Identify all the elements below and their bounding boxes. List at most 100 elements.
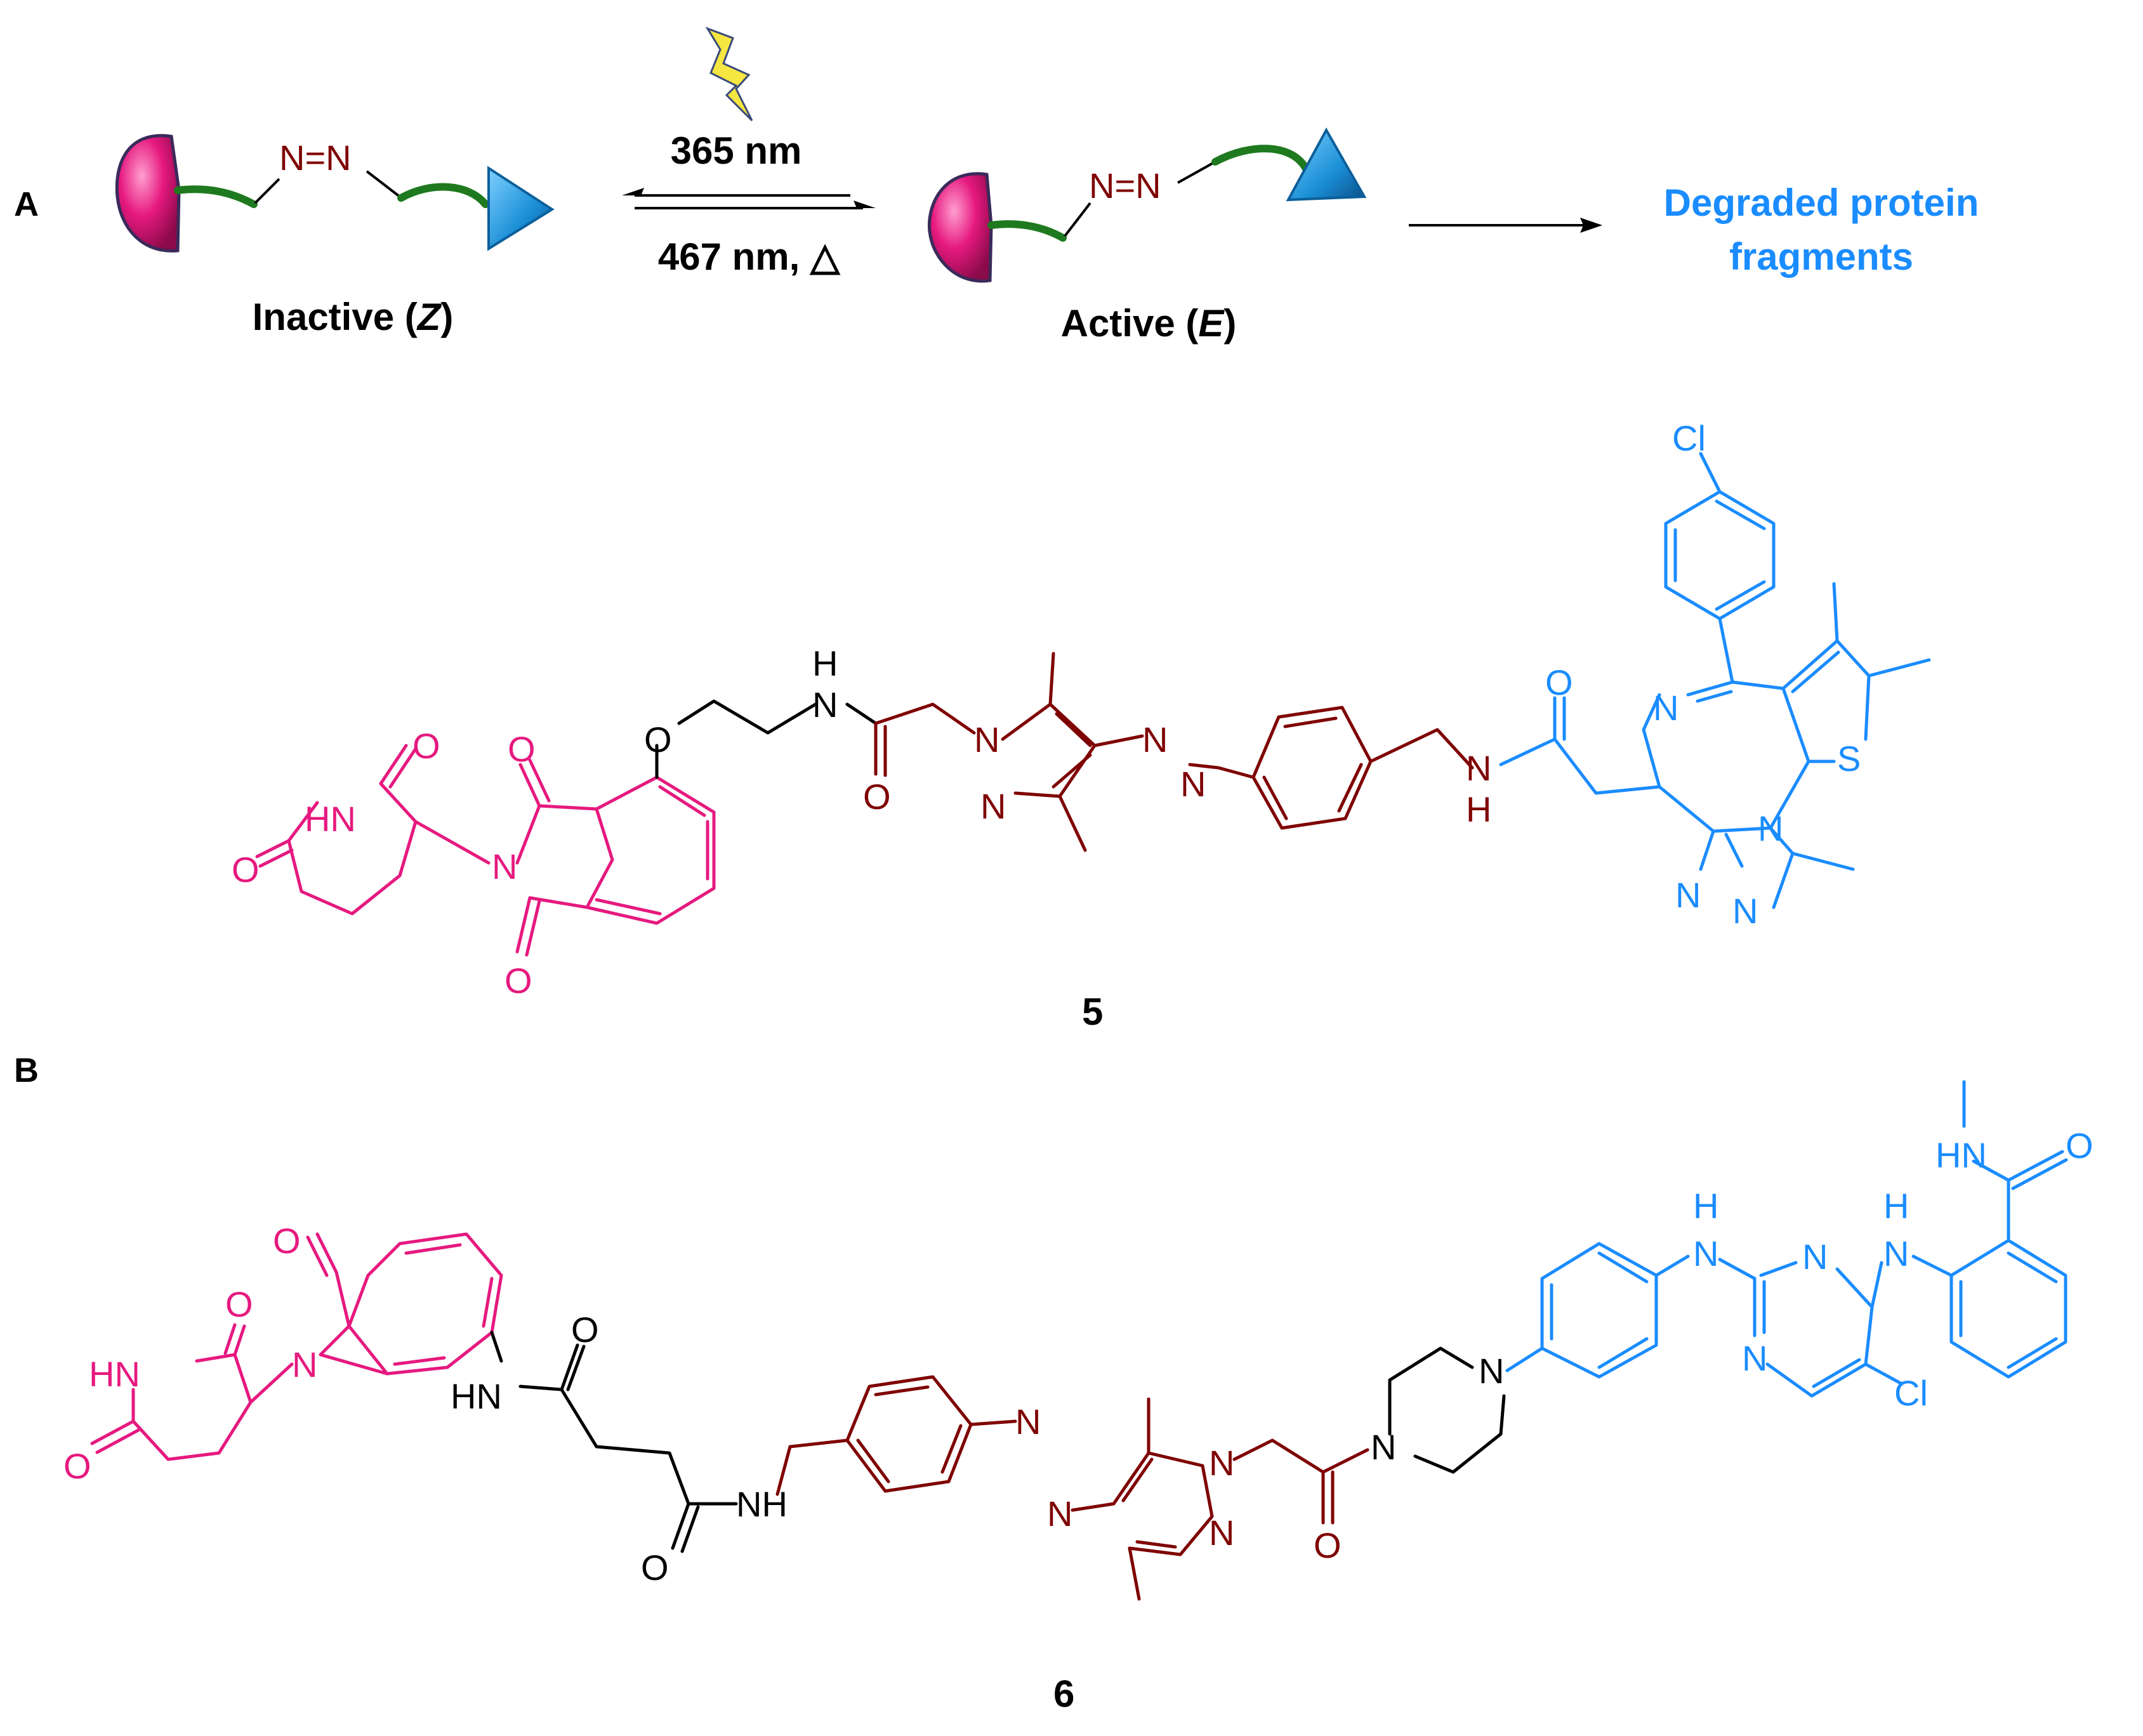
bond xyxy=(677,699,817,735)
bond xyxy=(1812,1358,1861,1388)
bond xyxy=(1413,1394,1506,1474)
bond xyxy=(1699,829,1715,871)
c6-n-pym2: N xyxy=(1742,1338,1767,1378)
bond xyxy=(1283,716,1338,728)
c5-o-glut2: O xyxy=(232,850,260,890)
bond xyxy=(1658,680,1810,833)
c6-n-azo2: N xyxy=(1047,1494,1072,1534)
c5-o-imide2: O xyxy=(504,961,532,1001)
bond xyxy=(306,1235,329,1277)
c6-n-azo1: N xyxy=(1015,1402,1041,1442)
bond xyxy=(404,1243,462,1255)
linker-left xyxy=(174,185,258,208)
c6-pink-fragment xyxy=(90,1232,503,1461)
bond xyxy=(1832,582,1839,643)
bond xyxy=(1112,1451,1214,1556)
c5-blue-fragment xyxy=(1499,452,1931,909)
bond xyxy=(1864,1362,1902,1385)
bond xyxy=(585,775,716,925)
c5-h-top: H xyxy=(812,643,838,683)
bond xyxy=(1972,1159,2010,1182)
c6-hn-amide: HN xyxy=(1935,1135,1987,1175)
bond xyxy=(969,1419,1017,1426)
bond xyxy=(1867,658,1931,678)
bond xyxy=(131,1353,253,1461)
bond xyxy=(566,1345,586,1391)
compound-5: HN O O N O O O H N xyxy=(232,418,1931,1033)
c6-n-lact: N xyxy=(292,1345,317,1384)
bond xyxy=(1128,1546,1141,1601)
c5-o-amide2: O xyxy=(1545,662,1573,702)
bond xyxy=(671,1502,690,1550)
bond xyxy=(856,1438,890,1483)
bond xyxy=(515,896,532,954)
reverse-label: 467 nm, △ xyxy=(658,235,841,278)
bond xyxy=(249,1362,294,1404)
bond xyxy=(1262,775,1288,820)
bond xyxy=(518,763,541,808)
bond xyxy=(1058,794,1087,852)
bond xyxy=(2011,1158,2068,1190)
c5-s-thio: S xyxy=(1837,739,1861,779)
bond xyxy=(1188,763,1255,779)
bond xyxy=(255,839,291,858)
e3-ligand-shape-2 xyxy=(927,172,993,283)
bond xyxy=(223,1323,237,1355)
panel-a: A N=N Inactive (Z) 365 nm 467 nm, △ N=N xyxy=(14,27,1979,345)
linker-right xyxy=(397,183,489,208)
bond xyxy=(1791,852,1855,871)
bond xyxy=(254,178,280,204)
panel-a-label: A xyxy=(14,185,39,223)
c6-hn-anil: HN xyxy=(451,1376,502,1416)
bond xyxy=(1696,690,1733,703)
arrow-degrade-head xyxy=(1580,218,1602,233)
c6-n-pip1: N xyxy=(1371,1427,1396,1467)
c6-n2-pyr: N xyxy=(1209,1513,1234,1553)
c6-n-pip2: N xyxy=(1479,1351,1504,1391)
c6-cl: Cl xyxy=(1894,1373,1928,1413)
bond xyxy=(1251,706,1373,830)
panel-b-label: B xyxy=(14,1051,39,1089)
bond xyxy=(1642,693,1661,789)
bond xyxy=(1001,702,1097,798)
c6-o-lact: O xyxy=(273,1221,301,1261)
bond xyxy=(1718,617,1734,684)
bond xyxy=(258,848,294,868)
c5-hn-glut: HN xyxy=(305,799,356,839)
c5-black-linker xyxy=(655,699,878,779)
compound-6: O N HN O O HN O O NH xyxy=(63,1080,2094,1715)
bond xyxy=(1093,734,1144,747)
bond xyxy=(1337,763,1363,813)
bond xyxy=(1597,1251,1649,1284)
inactive-label: Inactive (Z) xyxy=(253,296,454,338)
bond xyxy=(515,804,614,909)
c5-n-amide2: N xyxy=(1466,748,1491,788)
bond xyxy=(1369,728,1474,770)
bond xyxy=(1121,1457,1154,1503)
bond xyxy=(1699,452,1722,494)
bond xyxy=(1759,1261,1798,1277)
c6-black-linker xyxy=(490,1331,738,1553)
c5-n2-pyrazole: N xyxy=(980,786,1006,826)
bond xyxy=(1597,1337,1649,1369)
c6-o-succ2: O xyxy=(641,1548,669,1588)
bond xyxy=(1791,650,1840,694)
c5-n-imide: N xyxy=(492,846,517,886)
c6-o-succ1: O xyxy=(571,1310,599,1350)
c5-n-diaz: N xyxy=(1653,688,1678,728)
bond xyxy=(680,1505,700,1553)
bond xyxy=(95,1428,140,1454)
bond xyxy=(90,1419,135,1445)
bond xyxy=(845,1375,973,1493)
bond xyxy=(2007,1150,2064,1182)
c5-o-imide1: O xyxy=(508,729,536,769)
bond xyxy=(490,1331,503,1363)
c6-o-glut1: O xyxy=(225,1284,253,1324)
bond xyxy=(1724,832,1744,868)
bond xyxy=(315,1232,338,1274)
bond xyxy=(1870,1261,1883,1309)
c6-n-pym1: N xyxy=(1802,1237,1828,1277)
c6-piperazine xyxy=(1388,1346,1506,1474)
c6-blue-fragment xyxy=(1505,1080,2068,1398)
